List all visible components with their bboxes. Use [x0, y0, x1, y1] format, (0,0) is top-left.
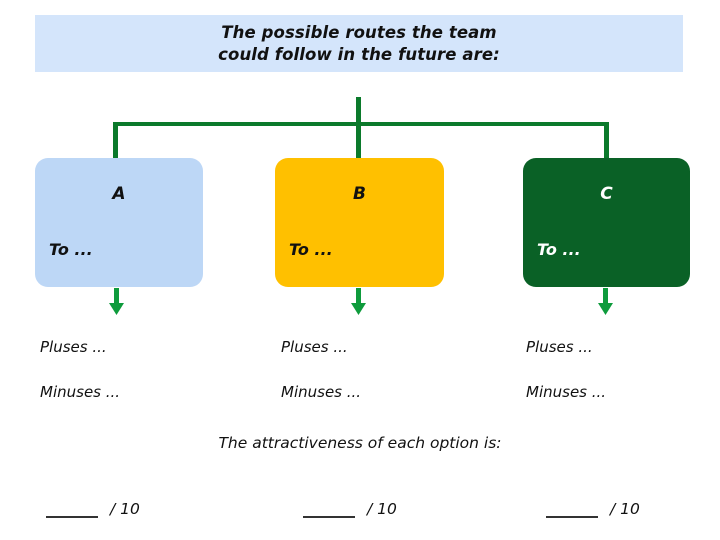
score-row-b: / 10 — [303, 500, 397, 518]
connector-drop-b — [356, 122, 361, 160]
header-banner: The possible routes the team could follo… — [35, 15, 683, 72]
option-subtitle-b: To ... — [289, 240, 333, 259]
attractiveness-caption: The attractiveness of each option is: — [218, 434, 502, 452]
score-row-c: / 10 — [546, 500, 640, 518]
score-input-c[interactable] — [546, 502, 598, 518]
score-input-b[interactable] — [303, 502, 355, 518]
option-box-b[interactable]: B To ... — [275, 158, 444, 287]
header-line-2: could follow in the future are: — [218, 44, 500, 64]
down-arrow-icon-a — [105, 288, 129, 316]
pluses-label-c: Pluses ... — [526, 338, 593, 356]
score-suffix-a: / 10 — [110, 500, 140, 518]
pluses-label-a: Pluses ... — [40, 338, 107, 356]
connector-stem — [356, 97, 361, 126]
score-suffix-b: / 10 — [367, 500, 397, 518]
pluses-label-b: Pluses ... — [281, 338, 348, 356]
option-box-a[interactable]: A To ... — [35, 158, 203, 287]
down-arrow-icon-b — [347, 288, 371, 316]
option-letter-a: A — [112, 184, 126, 204]
score-input-a[interactable] — [46, 502, 98, 518]
connector-drop-a — [113, 122, 118, 160]
option-letter-c: C — [600, 184, 613, 204]
connector-drop-c — [604, 122, 609, 160]
minuses-label-a: Minuses ... — [40, 383, 121, 401]
option-box-c[interactable]: C To ... — [523, 158, 690, 287]
score-row-a: / 10 — [46, 500, 140, 518]
minuses-label-c: Minuses ... — [526, 383, 607, 401]
option-letter-b: B — [353, 184, 366, 204]
minuses-label-b: Minuses ... — [281, 383, 362, 401]
option-subtitle-a: To ... — [49, 240, 93, 259]
header-line-1: The possible routes the team — [221, 22, 497, 42]
score-suffix-c: / 10 — [610, 500, 640, 518]
option-subtitle-c: To ... — [537, 240, 581, 259]
down-arrow-icon-c — [594, 288, 618, 316]
